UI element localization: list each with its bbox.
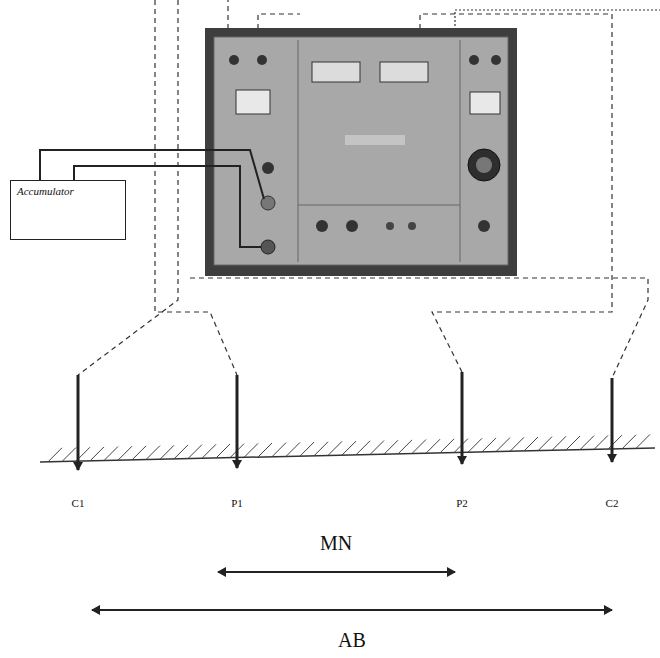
display <box>380 62 428 82</box>
knob <box>478 220 490 232</box>
gauge <box>236 90 270 114</box>
electrode-label: C2 <box>604 497 621 509</box>
dashed-wires <box>78 0 660 378</box>
button <box>408 222 416 230</box>
electrode <box>236 375 239 468</box>
battery-box: Accumulator <box>10 180 126 240</box>
electrodes <box>78 372 612 470</box>
c2-wire <box>190 278 648 378</box>
electrode-label: C1 <box>70 497 87 509</box>
electrode <box>461 372 464 464</box>
ground <box>40 434 655 462</box>
terminal <box>257 55 267 65</box>
terminal <box>469 55 479 65</box>
box-label: Accumulator <box>11 181 125 201</box>
ground-hatching <box>48 434 650 461</box>
button <box>386 222 394 230</box>
knob <box>346 220 358 232</box>
meter-panel <box>214 37 508 265</box>
panel-divider <box>460 40 461 262</box>
gauge <box>470 92 500 114</box>
dimension-arrow <box>92 609 612 611</box>
dimension-arrow <box>218 571 455 573</box>
dimension-label: MN <box>318 532 354 555</box>
panel-divider <box>298 205 460 206</box>
socket <box>261 240 275 254</box>
resistivity-meter <box>205 28 517 276</box>
dial <box>468 149 500 181</box>
dimension-label: AB <box>336 629 368 652</box>
electrode <box>77 375 80 470</box>
electrode <box>611 378 614 462</box>
knob <box>262 162 274 174</box>
electrode-label: P2 <box>454 497 470 509</box>
panel-divider <box>298 40 299 262</box>
brand-plate <box>345 135 405 145</box>
knob <box>316 220 328 232</box>
electrode-label: P1 <box>229 497 245 509</box>
display <box>312 62 360 82</box>
terminal <box>229 55 239 65</box>
terminal <box>491 55 501 65</box>
dial-center <box>476 157 492 173</box>
meter-housing <box>205 28 517 276</box>
